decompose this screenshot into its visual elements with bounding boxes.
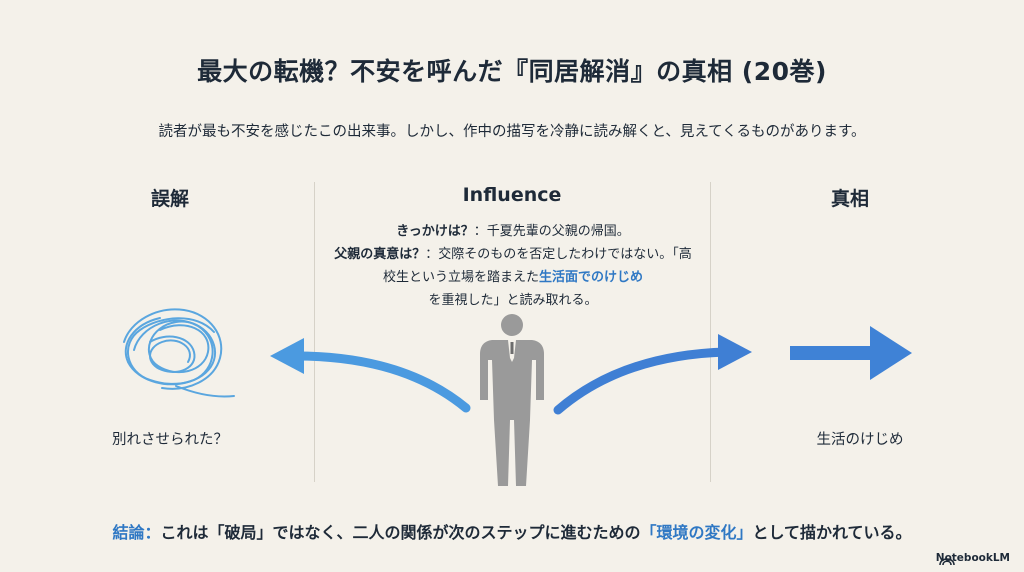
right-column-heading: 真相 [830,188,869,210]
center-explanation: きっかけは？：千夏先輩の父親の帰国。 父親の真意は？：交際そのものを否定したわけ… [328,220,698,312]
left-column-heading: 誤解 [150,188,189,210]
question-trigger-label: きっかけは？ [396,224,474,239]
conclusion: 結論：これは「破局」ではなく、二人の関係が次のステップに進むための「環境の変化」… [0,519,1024,543]
left-label: 別れさせられた？ [112,432,228,448]
question-intent: 父親の真意は？：交際そのものを否定したわけではない。「高校生という立場を踏まえた… [328,243,698,312]
question-intent-text-b: を重視した」と読み取れる。 [428,293,598,308]
conclusion-prefix: 結論： [112,523,161,542]
right-label: 生活のけじめ [816,432,904,448]
page-subtitle: 読者が最も不安を感じたこの出来事。しかし、作中の描写を冷静に読み解くと、見えてく… [158,124,866,140]
right-divider [710,182,711,482]
conclusion-text-a: これは「破局」ではなく、二人の関係が次のステップに進むための [160,523,641,542]
tangled-scribble-icon [123,308,235,398]
curved-arrow-left-icon [270,338,471,413]
brand-name: NotebookLM [935,552,1010,564]
straight-arrow-right-icon [790,326,912,380]
question-intent-text-a: ：交際そのものを否定したわけではない。「高校生という立場を踏まえた [382,247,692,285]
question-trigger-text: ：千夏先輩の父親の帰国。 [473,224,630,239]
question-trigger: きっかけは？：千夏先輩の父親の帰国。 [328,220,698,243]
brand-watermark: NotebookLM [916,552,1010,564]
curved-arrow-right-icon [553,334,752,415]
question-intent-label: 父親の真意は？ [334,247,426,262]
page-title: 最大の転機？不安を呼んだ『同居解消』の真相 (20巻) [197,57,827,86]
center-column-heading: Influence [462,184,562,206]
conclusion-highlight: 「環境の変化」 [640,523,753,542]
left-divider [314,182,315,482]
question-intent-highlight: 生活面でのけじめ [539,270,644,285]
notebooklm-logo-icon [939,558,955,566]
conclusion-text-b: として描かれている。 [752,523,912,542]
person-silhouette-icon [480,314,544,486]
